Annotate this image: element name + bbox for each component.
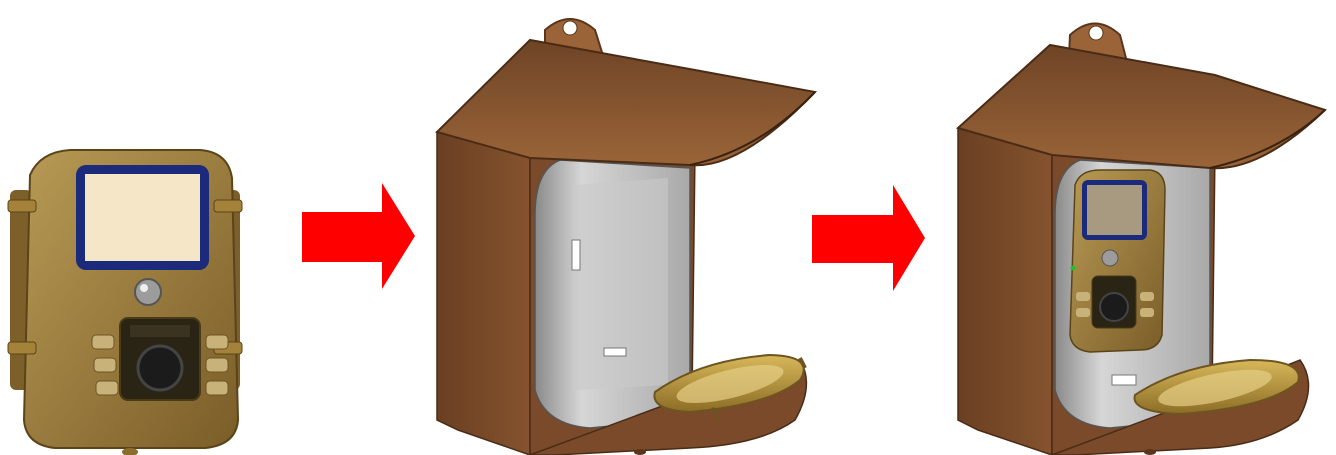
bird-feeder-icon [437, 19, 815, 455]
camera-latch-top-right [214, 200, 242, 212]
trail-camera-icon [8, 150, 242, 455]
red-arrow-right-icon [812, 185, 925, 291]
camera-latch-bottom-left [8, 342, 36, 354]
feeder-left-wall [437, 132, 530, 455]
camera-buttons-right [206, 335, 228, 395]
camera-latch-top-left [8, 200, 36, 212]
camera-screen [1087, 185, 1142, 235]
camera-lens [1100, 293, 1128, 321]
mounted-camera [1070, 170, 1165, 352]
camera-sensor [135, 279, 161, 305]
camera-buttons-left [92, 335, 118, 395]
camera-lens [138, 346, 182, 390]
feeder-left-wall [958, 128, 1052, 455]
red-arrow-right-icon [302, 183, 415, 289]
bird-feeder-with-camera-icon [958, 24, 1325, 455]
camera-screen [85, 174, 200, 261]
feeder-roof [437, 40, 815, 165]
